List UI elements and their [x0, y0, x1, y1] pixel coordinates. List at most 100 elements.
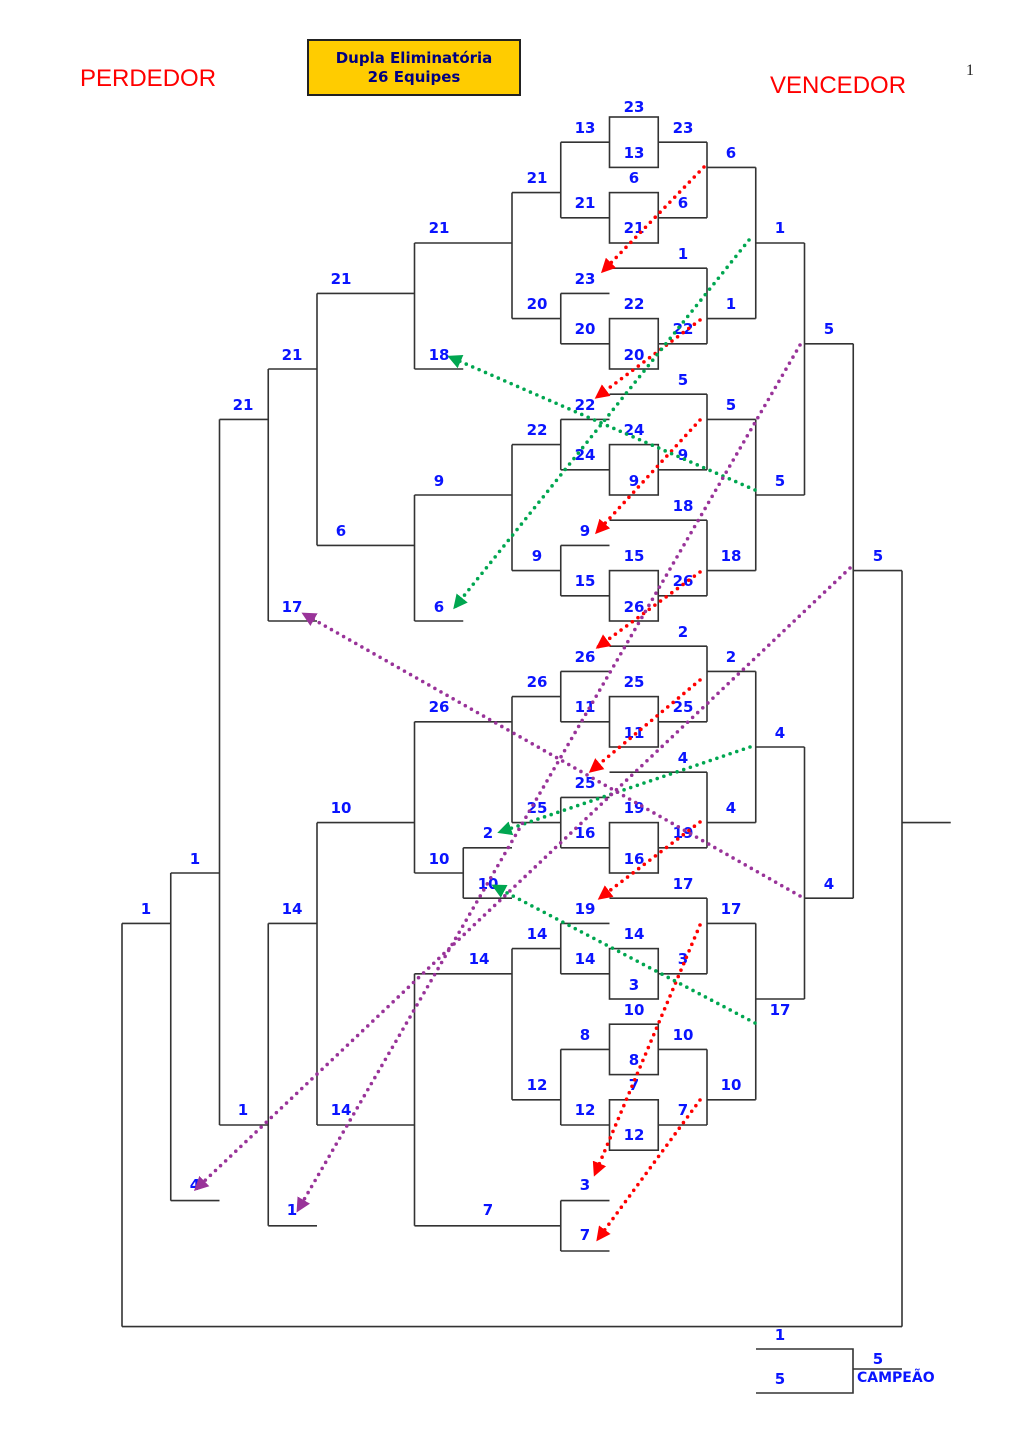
team-label: 5: [726, 396, 736, 414]
team-label: 21: [575, 194, 596, 212]
team-label: 20: [575, 320, 596, 338]
team-label: 25: [673, 698, 694, 716]
team-label: 25: [624, 673, 645, 691]
team-label: 14: [624, 925, 645, 943]
red-loser-drop-arrow: [600, 165, 706, 274]
final-top-team: 1: [775, 1326, 785, 1344]
team-label: 17: [282, 598, 303, 616]
team-label: 13: [624, 144, 645, 162]
purple-loser-drop-arrow: [296, 343, 802, 1213]
final-bottom-team: 5: [775, 1370, 785, 1388]
team-label: 1: [775, 219, 785, 237]
team-label: 15: [624, 547, 645, 565]
team-label: 15: [575, 572, 596, 590]
team-label: 9: [678, 446, 688, 464]
title-box: Dupla Eliminatória 26 Equipes: [307, 39, 521, 96]
team-label: 12: [624, 1126, 645, 1144]
team-label: 2: [726, 648, 736, 666]
team-label: 16: [575, 824, 596, 842]
team-label: 1: [190, 850, 200, 868]
team-label: 1: [238, 1101, 248, 1119]
red-loser-drop-arrow: [588, 678, 702, 773]
champion-label: CAMPEÃO: [857, 1369, 935, 1386]
team-label: 8: [580, 1026, 590, 1044]
team-label: 23: [624, 98, 645, 116]
team-label: 10: [331, 799, 352, 817]
team-label: 5: [824, 320, 834, 338]
team-label: 8: [629, 1051, 639, 1069]
team-label: 7: [629, 1076, 639, 1094]
red-loser-drop-arrow: [595, 418, 702, 535]
team-label: 21: [331, 270, 352, 288]
green-loser-drop-arrow: [447, 355, 757, 492]
team-label: 26: [673, 572, 694, 590]
team-label: 3: [678, 950, 688, 968]
team-label: 1: [141, 900, 151, 918]
winner-bracket-title: VENCEDOR: [770, 72, 907, 99]
green-loser-drop-arrow: [453, 238, 751, 610]
final-bracket-line: [756, 1348, 902, 1394]
team-label: 21: [527, 169, 548, 187]
match-box: [608, 695, 660, 748]
team-label: 17: [770, 1001, 791, 1019]
team-label: 6: [629, 169, 639, 187]
team-label: 11: [575, 698, 596, 716]
team-label: 9: [532, 547, 542, 565]
team-label: 25: [527, 799, 548, 817]
team-label: 20: [624, 346, 645, 364]
team-label: 21: [282, 346, 303, 364]
team-label: 22: [575, 396, 596, 414]
team-label: 16: [624, 850, 645, 868]
team-label: 4: [726, 799, 736, 817]
team-label: 23: [575, 270, 596, 288]
team-label: 10: [721, 1076, 742, 1094]
team-label: 20: [527, 295, 548, 313]
team-label: 2: [483, 824, 493, 842]
team-label: 14: [575, 950, 596, 968]
team-label: 4: [678, 749, 688, 767]
team-label: 26: [575, 648, 596, 666]
team-label: 5: [678, 371, 688, 389]
team-label: 21: [429, 219, 450, 237]
red-loser-drop-arrow: [597, 820, 702, 900]
team-label: 26: [527, 673, 548, 691]
team-label: 21: [624, 219, 645, 237]
team-label: 26: [624, 598, 645, 616]
red-loser-drop-arrow: [596, 1098, 702, 1242]
team-label: 1: [678, 245, 688, 263]
team-label: 12: [575, 1101, 596, 1119]
team-label: 22: [673, 320, 694, 338]
team-label: 9: [580, 522, 590, 540]
loser-drop-arrows: [193, 165, 852, 1242]
team-label: 14: [282, 900, 303, 918]
team-label: 24: [575, 446, 596, 464]
purple-loser-drop-arrow: [301, 612, 802, 898]
team-label: 9: [434, 472, 444, 490]
team-label: 6: [678, 194, 688, 212]
team-label: 2: [678, 623, 688, 641]
red-loser-drop-arrow: [594, 318, 702, 399]
red-loser-drop-arrow: [592, 923, 702, 1177]
team-label: 5: [873, 547, 883, 565]
team-label: 14: [469, 950, 490, 968]
team-label: 18: [429, 346, 450, 364]
red-loser-drop-arrow: [595, 570, 702, 649]
team-label: 6: [726, 144, 736, 162]
team-label: 6: [336, 522, 346, 540]
team-label: 24: [624, 421, 645, 439]
loser-bracket-title: PERDEDOR: [80, 65, 217, 92]
team-label: 7: [580, 1226, 590, 1244]
team-label: 1: [726, 295, 736, 313]
purple-loser-drop-arrow: [193, 566, 852, 1191]
match-box: [608, 443, 660, 496]
title-line-2: 26 Equipes: [367, 67, 461, 86]
page-number: 1: [966, 62, 974, 79]
bracket-lines: [121, 116, 951, 1328]
team-label: 1: [287, 1201, 297, 1219]
team-label: 10: [624, 1001, 645, 1019]
team-label: 10: [429, 850, 450, 868]
team-label: 6: [434, 598, 444, 616]
team-label: 26: [429, 698, 450, 716]
